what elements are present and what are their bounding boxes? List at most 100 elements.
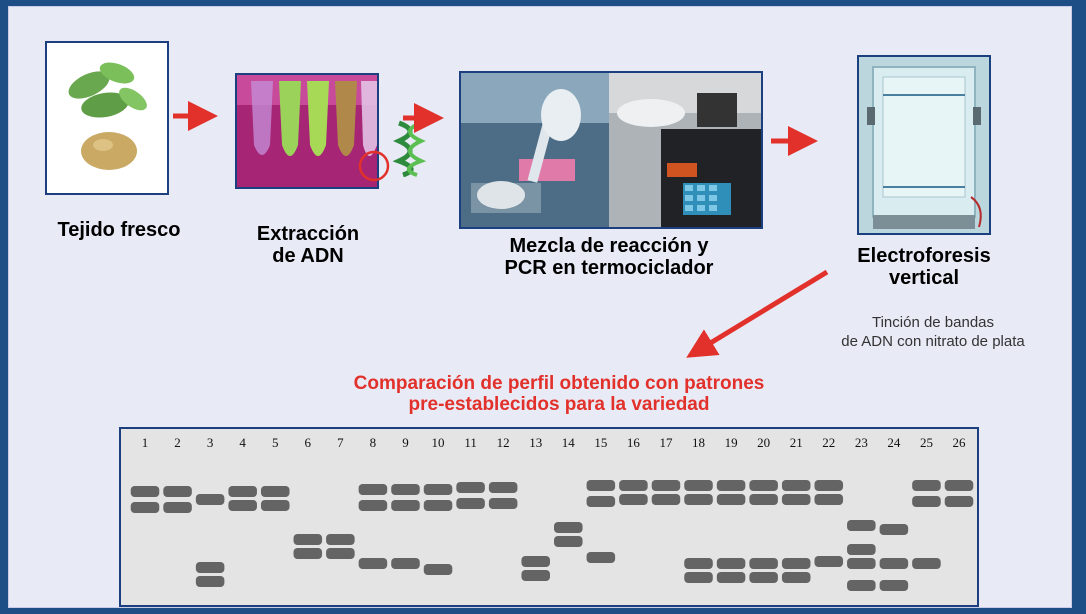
gel-band xyxy=(847,558,876,569)
pcr-caption: Mezcla de reacción y PCR en termociclado… xyxy=(449,235,769,279)
gel-band xyxy=(358,484,388,495)
gel-lane-label: 1 xyxy=(142,435,149,450)
fresh-tissue-image xyxy=(45,41,169,195)
gel-band xyxy=(684,558,713,569)
gel-lane-label: 23 xyxy=(855,435,868,450)
gel-band xyxy=(358,558,388,569)
gel-lane-label: 18 xyxy=(692,435,705,450)
gel-band xyxy=(488,498,518,509)
flow-arrows xyxy=(173,101,829,358)
gel-band xyxy=(521,570,550,581)
gel-band xyxy=(326,534,355,545)
staining-note-line1: Tinción de bandas xyxy=(871,314,995,331)
gel-lane-label: 11 xyxy=(464,435,477,450)
gel-band xyxy=(326,548,355,559)
gel-band xyxy=(554,522,583,533)
gel-band xyxy=(619,494,648,505)
gel-band xyxy=(228,500,257,511)
gel-band xyxy=(488,482,518,493)
gel-band xyxy=(586,496,616,507)
gel-lane-label: 12 xyxy=(497,435,510,450)
diagram-panel: Tejido fresco Extracción de ADN xyxy=(8,6,1072,608)
gel-band xyxy=(879,580,909,591)
gel-band xyxy=(781,480,811,491)
gel-lane-label: 22 xyxy=(822,435,835,450)
gel-band xyxy=(130,502,160,513)
gel-band xyxy=(781,558,811,569)
extraction-label-line2: de ADN xyxy=(272,245,344,267)
gel-lane-label: 24 xyxy=(887,435,901,450)
gel-band xyxy=(521,556,550,567)
dna-helix-icon xyxy=(393,120,427,177)
gel-lane-label: 15 xyxy=(594,435,607,450)
dna-extraction-image xyxy=(235,73,379,189)
gel-band xyxy=(163,502,192,513)
gel-band xyxy=(684,480,713,491)
gel-band xyxy=(619,480,648,491)
gel-band xyxy=(944,480,974,491)
gel-band xyxy=(716,558,746,569)
pcr-label-line1: Mezcla de reacción y xyxy=(509,235,709,257)
gel-band xyxy=(456,482,485,493)
gel-band xyxy=(781,494,811,505)
gel-lane-label: 17 xyxy=(659,435,673,450)
comparison-title-line2: pre-establecidos para la variedad xyxy=(408,394,710,415)
extraction-label-line1: Extracción xyxy=(256,223,360,245)
gel-band xyxy=(716,572,746,583)
gel-band xyxy=(684,494,713,505)
gel-lane-label: 19 xyxy=(725,435,738,450)
gel-lane-label: 2 xyxy=(174,435,181,450)
gel-lane-label: 14 xyxy=(562,435,576,450)
gel-lane-label: 26 xyxy=(953,435,967,450)
gel-lane-label: 9 xyxy=(402,435,409,450)
gel-band xyxy=(847,544,876,555)
gel-band xyxy=(651,480,681,491)
gel-band xyxy=(423,564,453,575)
gel-band xyxy=(912,496,941,507)
gel-band xyxy=(260,500,290,511)
tissue-caption: Tejido fresco xyxy=(39,219,199,241)
gel-band xyxy=(423,484,453,495)
gel-band xyxy=(391,484,420,495)
gel-band xyxy=(228,486,257,497)
extraction-caption: Extracción de ADN xyxy=(223,223,393,267)
gel-lane-label: 20 xyxy=(757,435,770,450)
gel-band xyxy=(391,500,420,511)
gel-lane-label: 6 xyxy=(305,435,312,450)
gel-band xyxy=(195,562,225,573)
gel-band xyxy=(260,486,290,497)
gel-band xyxy=(814,556,844,567)
gel-lane-label: 21 xyxy=(790,435,803,450)
arrow-electrophoresis-to-comparison xyxy=(686,269,829,358)
gel-band xyxy=(651,494,681,505)
gel-lane-label: 5 xyxy=(272,435,279,450)
comparison-title: Comparación de perfil obtenido con patro… xyxy=(309,373,809,415)
gel-band xyxy=(912,480,941,491)
gel-band xyxy=(912,558,941,569)
gel-band xyxy=(195,576,225,587)
gel-band xyxy=(423,500,453,511)
gel-band xyxy=(879,524,909,535)
gel-band xyxy=(586,480,616,491)
gel-band xyxy=(814,480,844,491)
gel-lane-label: 4 xyxy=(239,435,246,450)
gel-band xyxy=(847,580,876,591)
gel-band xyxy=(716,480,746,491)
gel-band xyxy=(684,572,713,583)
gel-band xyxy=(879,558,909,569)
gel-band xyxy=(358,500,388,511)
gel-lane-label: 3 xyxy=(207,435,214,450)
gel-band xyxy=(195,494,225,505)
gel-lane-label: 8 xyxy=(370,435,377,450)
gel-band xyxy=(716,494,746,505)
gel-band xyxy=(391,558,420,569)
electrophoresis-label-line1: Electroforesis xyxy=(857,245,991,267)
gel-band xyxy=(586,552,616,563)
electrophoresis-image xyxy=(857,55,991,235)
pcr-image xyxy=(459,71,763,229)
gel-band xyxy=(456,498,485,509)
gel-band xyxy=(554,536,583,547)
comparison-title-line1: Comparación de perfil obtenido con patro… xyxy=(353,373,765,394)
electrophoresis-caption: Electroforesis vertical xyxy=(831,245,1017,289)
